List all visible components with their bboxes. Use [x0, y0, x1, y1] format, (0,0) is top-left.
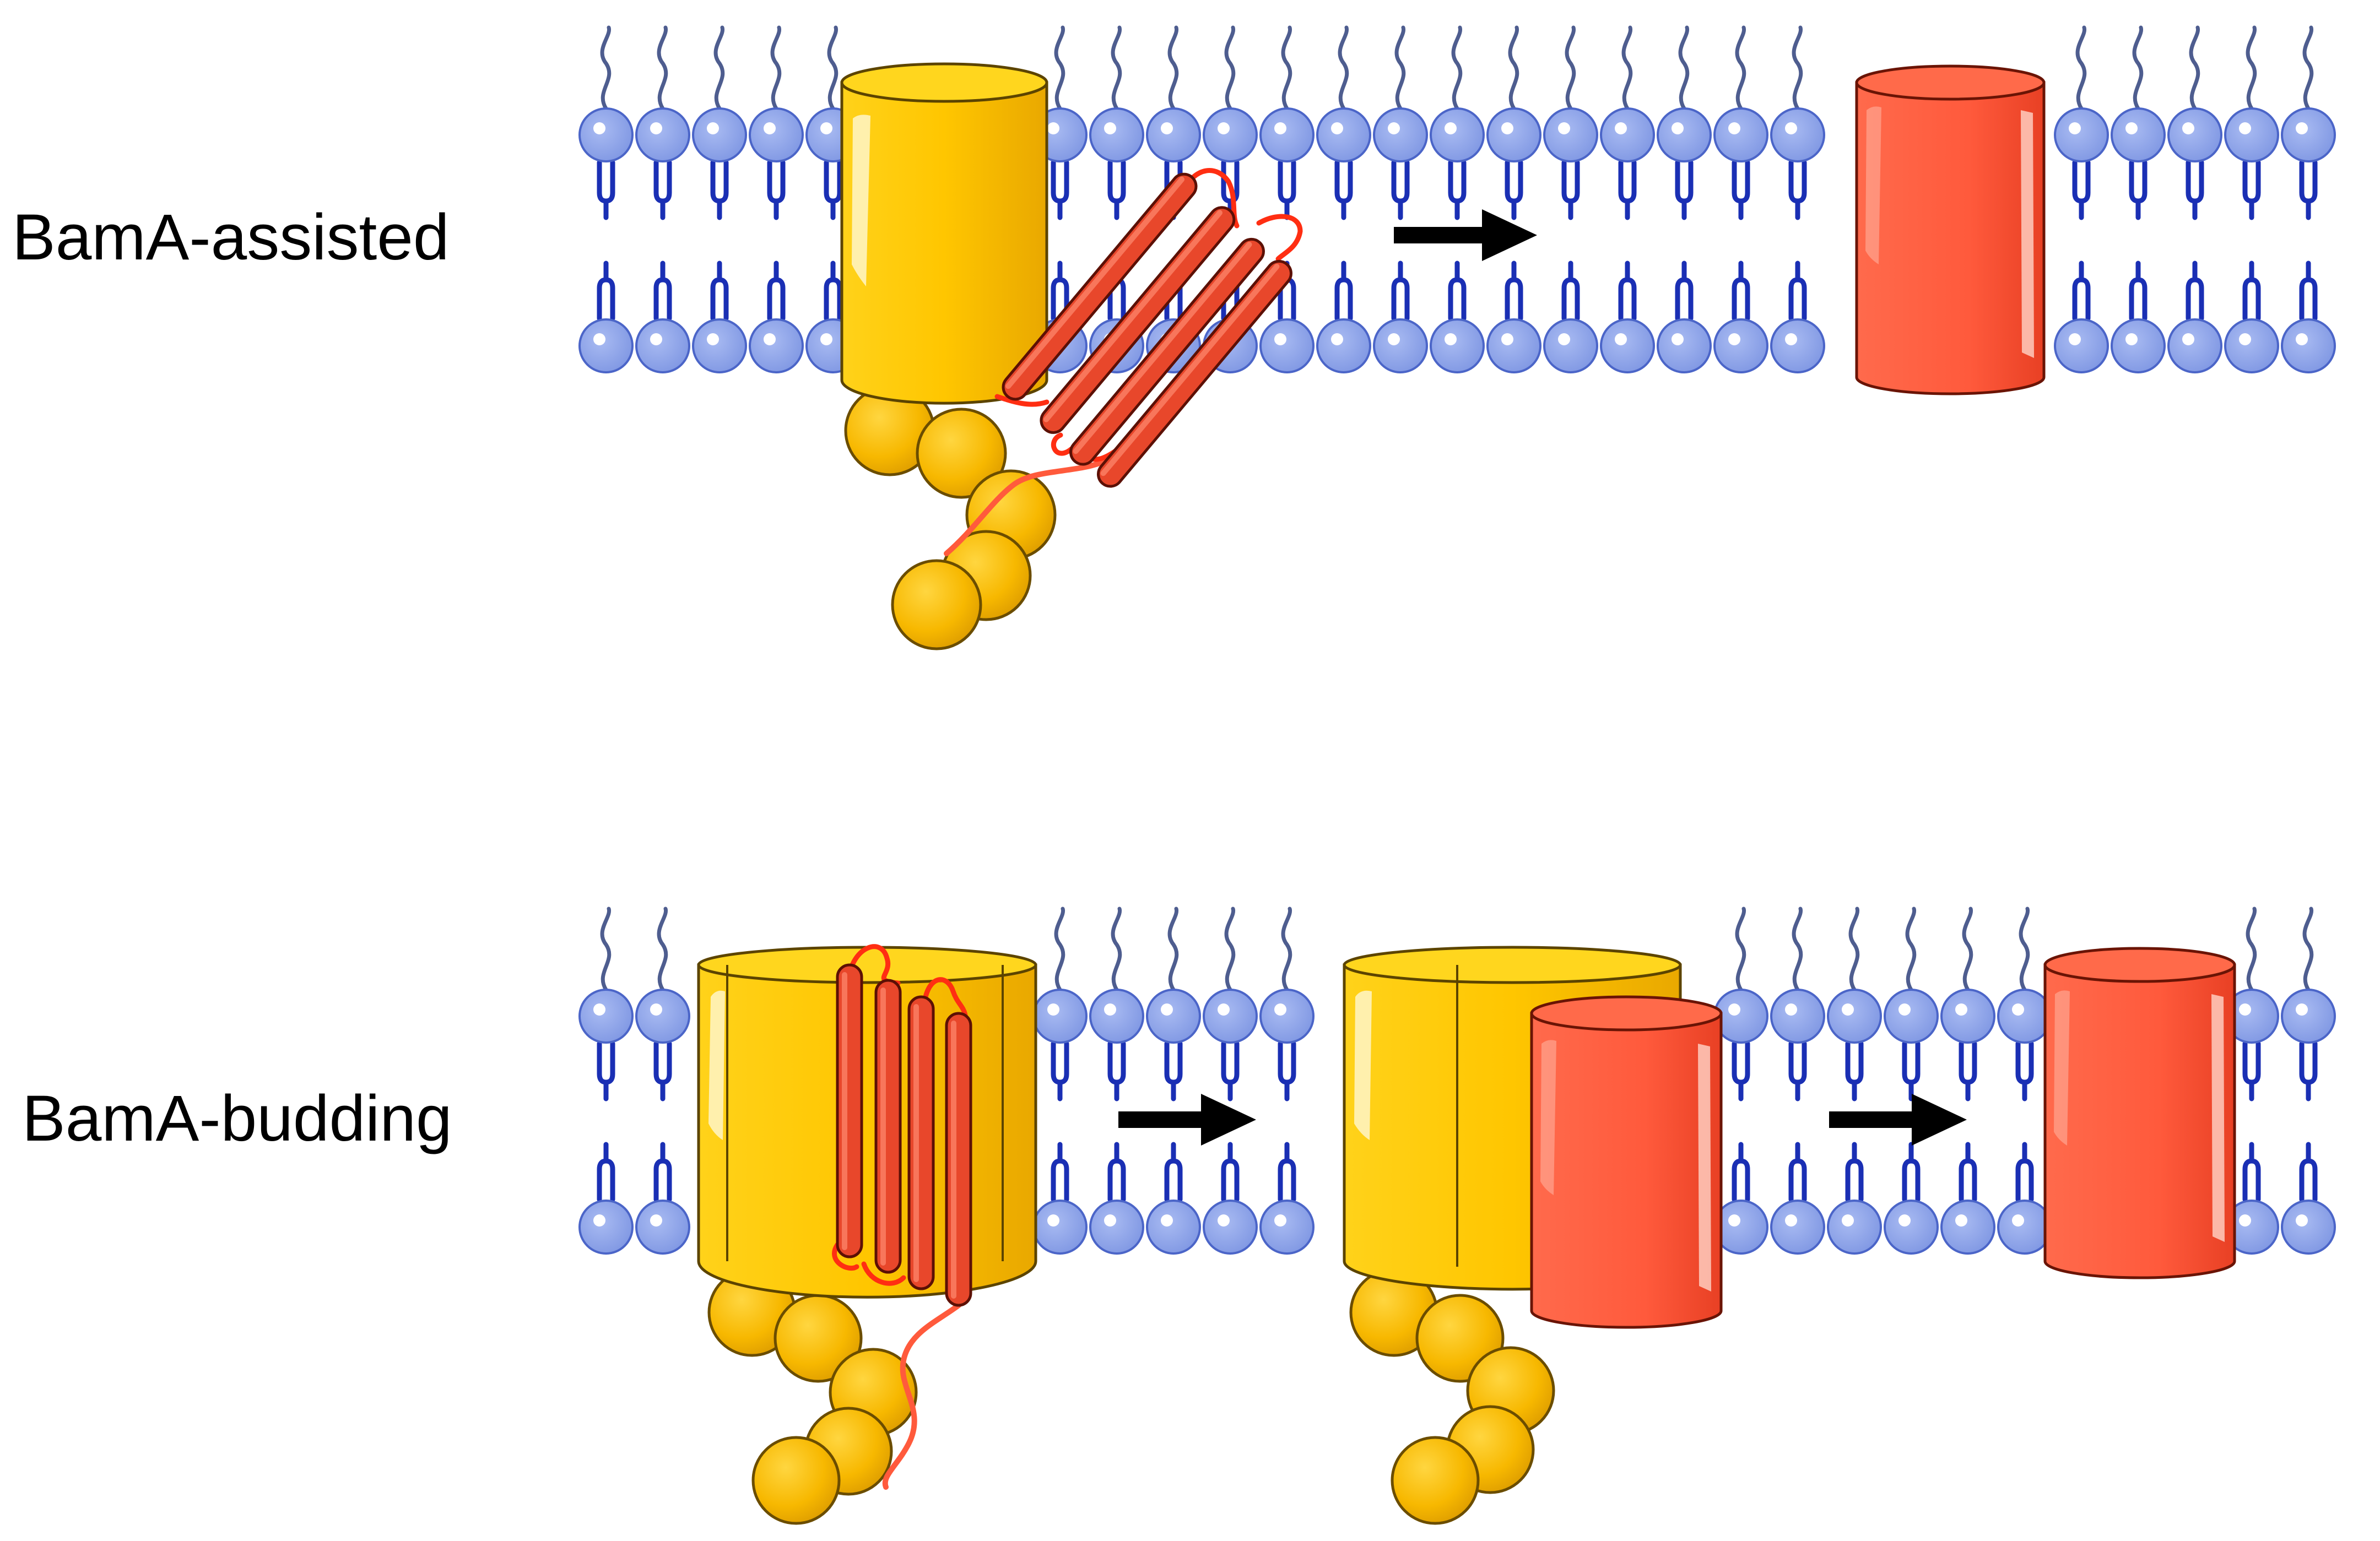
bama-barrel-icon [840, 62, 1048, 405]
membrane-bilayer-top [578, 25, 2336, 373]
substrate-loop [1256, 214, 1303, 262]
potra-domains-top [844, 385, 1057, 650]
lipid-molecule [1827, 907, 1882, 1255]
beta-strand-icon [945, 1012, 972, 1307]
lipid-molecule [1770, 25, 1825, 373]
beta-strand-icon [1002, 172, 1198, 401]
folding-substrate-bottom [832, 944, 972, 1490]
lipid-molecule [1373, 25, 1428, 373]
arrow-right-icon [1829, 1094, 1967, 1146]
lipid-molecule [1997, 907, 2052, 1255]
substrate-loop [1179, 168, 1240, 229]
substrate-loop [832, 1242, 859, 1271]
beta-strand-icon [874, 979, 902, 1274]
lipid-molecule [1770, 907, 1825, 1255]
lipid-molecule [2281, 25, 2336, 373]
lipid-molecule [1146, 907, 1201, 1255]
lipid-molecule [578, 907, 634, 1255]
lipid-molecule [1259, 907, 1315, 1255]
lipid-molecule [749, 25, 804, 373]
arrow-right-icon [1394, 209, 1537, 261]
lipid-molecule [1600, 25, 1655, 373]
substrate-barrel-icon [1530, 995, 1723, 1329]
substrate-loop [1051, 432, 1074, 456]
lipid-molecule [635, 25, 690, 373]
beta-strand-icon [1096, 259, 1292, 488]
lipid-molecule [2224, 25, 2279, 373]
lipid-molecule [1089, 907, 1144, 1255]
lipid-molecule [1657, 25, 1712, 373]
substrate-tail [882, 1303, 961, 1490]
lipid-molecule [578, 25, 634, 373]
beta-strand-icon [1069, 237, 1265, 466]
lipid-molecule [1884, 907, 1939, 1255]
beta-strand-icon [836, 963, 863, 1258]
potra-domain-icon [916, 408, 1007, 499]
lipid-molecule [1316, 25, 1371, 373]
potra-domains-bottom-middle [1349, 1268, 1555, 1525]
lipid-molecule [2281, 907, 2336, 1255]
lipid-molecule [2224, 907, 2279, 1255]
lipid-molecule [2167, 25, 2222, 373]
lipid-molecule [1486, 25, 1541, 373]
lipid-molecule [692, 25, 747, 373]
panel-label-bama-budding: BamA-budding [22, 1082, 452, 1155]
lipid-molecule [1203, 907, 1258, 1255]
substrate-tail [944, 457, 1110, 556]
lipid-molecule [1259, 25, 1315, 373]
lipid-molecule [635, 907, 690, 1255]
lipid-molecule [1713, 907, 1768, 1255]
panel-label-bama-assisted: BamA-assisted [12, 201, 450, 274]
lipid-molecule [2054, 25, 2109, 373]
unfolded-substrate-top [944, 168, 1303, 556]
potra-domain-icon [1391, 1436, 1480, 1525]
lipid-molecule [1430, 25, 1485, 373]
lipid-molecule [1543, 25, 1598, 373]
substrate-loop [861, 1261, 906, 1286]
substrate-barrel-icon [2043, 947, 2236, 1279]
lipid-molecule [1032, 907, 1088, 1255]
arrow-right-icon [1118, 1094, 1256, 1146]
potra-domain-icon [751, 1436, 841, 1525]
substrate-barrel-icon [1855, 64, 2046, 395]
beta-strand-icon [1040, 206, 1236, 434]
lipid-molecule [2111, 25, 2166, 373]
substrate-loop [994, 394, 1050, 407]
bama-barrel-open-icon [697, 946, 1037, 1299]
substrate-loop [847, 944, 901, 986]
potra-domain-icon [891, 559, 982, 650]
membrane-bilayer-bottom [578, 907, 2336, 1255]
lipid-molecule [1940, 907, 1995, 1255]
lipid-molecule [1713, 25, 1768, 373]
beta-strand-icon [907, 995, 935, 1290]
